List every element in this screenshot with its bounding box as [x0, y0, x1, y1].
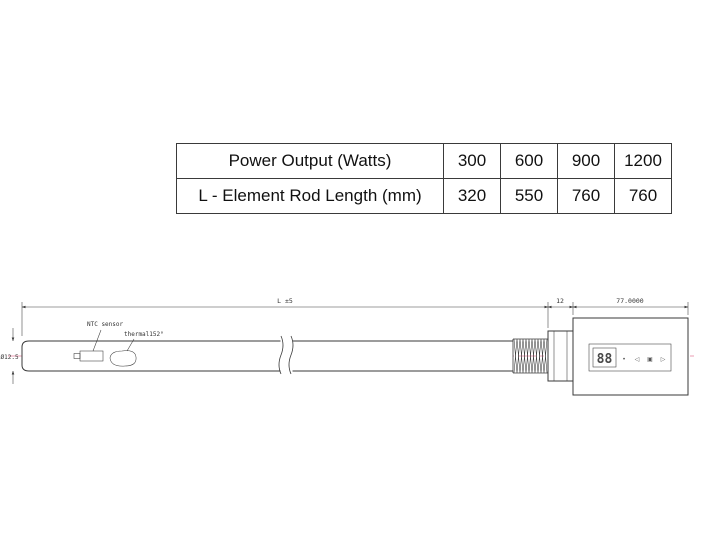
- spec-value-cell: 320: [443, 178, 501, 214]
- spec-value-cell: 550: [500, 178, 558, 214]
- controller-box: [572, 317, 689, 396]
- thermal-fuse-label: thermal152°: [124, 331, 164, 338]
- right-arrow-icon: ▷: [661, 356, 666, 363]
- rod-break-symbol: [278, 335, 294, 375]
- table-row-power: Power Output (Watts) 300 600 900 1200: [176, 143, 672, 179]
- hex-nut: [547, 330, 574, 382]
- rod-body: [21, 340, 513, 372]
- nut-dimension-label: 12: [556, 297, 564, 305]
- controller-dimension-label: 77.0000: [616, 297, 643, 305]
- spec-label-cell: L - Element Rod Length (mm): [176, 178, 444, 214]
- spec-label-cell: Power Output (Watts): [176, 143, 444, 179]
- thermal-fuse-leader: [126, 338, 135, 352]
- length-dimension-label: L ±5: [277, 297, 293, 305]
- spec-value-cell: 760: [614, 178, 672, 214]
- mode-icon: ▣: [647, 356, 653, 363]
- thermal-fuse-outline: [109, 350, 137, 367]
- left-arrow-icon: ◁: [635, 356, 640, 363]
- display-panel: 88 • ◁ ▣ ▷: [588, 343, 672, 372]
- spec-value-cell: 1200: [614, 143, 672, 179]
- ntc-sensor-outline: [73, 350, 104, 362]
- display-digit-window: [592, 347, 617, 368]
- ntc-sensor-label: NTC sensor: [87, 321, 124, 328]
- spec-table: Power Output (Watts) 300 600 900 1200 L …: [176, 143, 672, 214]
- display-digits: 88: [597, 352, 613, 367]
- indicator-dot-icon: •: [622, 356, 626, 363]
- spec-value-cell: 760: [557, 178, 615, 214]
- ntc-sensor-leader: [92, 329, 102, 352]
- thread-section: [513, 338, 548, 374]
- table-row-length: L - Element Rod Length (mm) 320 550 760 …: [176, 178, 672, 214]
- diameter-label: Ø12.5: [1, 354, 19, 361]
